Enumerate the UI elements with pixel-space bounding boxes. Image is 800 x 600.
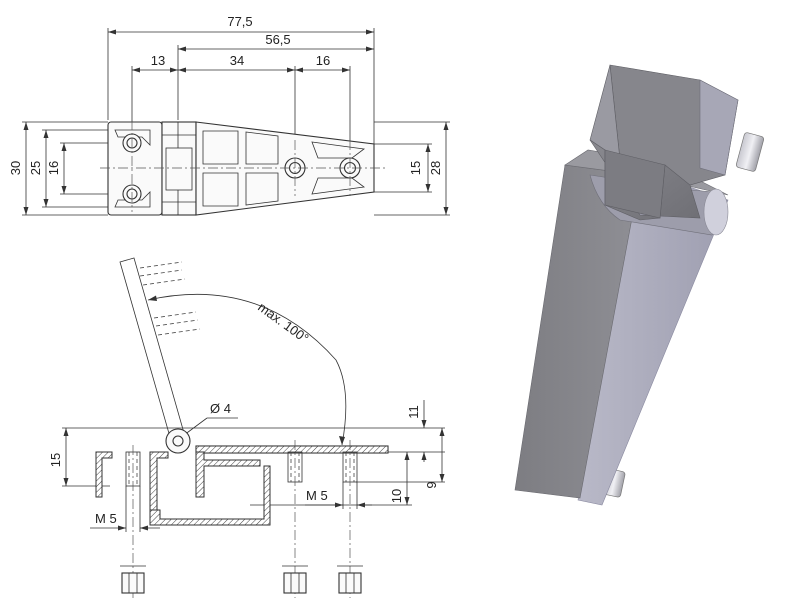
pin-diameter-label: Ø 4 — [210, 401, 231, 416]
dim-side-11: 11 — [406, 405, 421, 419]
dim-side-9: 9 — [424, 481, 439, 488]
dim-side-15: 15 — [48, 453, 63, 467]
knuckle-outline — [161, 121, 197, 216]
hinge-3d-render — [514, 64, 764, 506]
dim-overall-length: 77,5 — [227, 14, 252, 29]
dim-width-28: 28 — [428, 161, 443, 175]
thread-left-label: M 5 — [95, 511, 117, 526]
dim-tip-width-15: 15 — [408, 161, 423, 175]
dim-pitch-34: 34 — [230, 53, 244, 68]
nut-left — [120, 565, 146, 594]
nut-middle — [282, 565, 308, 594]
dim-pitch-16: 16 — [316, 53, 330, 68]
dim-side-10: 10 — [389, 489, 404, 503]
nut-right — [337, 565, 363, 594]
thread-right-label: M 5 — [306, 488, 328, 503]
dim-hole-spacing-16: 16 — [46, 161, 61, 175]
stud-top — [736, 132, 764, 172]
side-view: max. 100° Ø 4 15 11 9 10 — [48, 257, 445, 598]
dim-height-25: 25 — [28, 161, 43, 175]
dim-height-30: 30 — [8, 161, 23, 175]
max-opening-angle-label: max. 100° — [255, 299, 311, 346]
dim-pitch-13: 13 — [151, 53, 165, 68]
dim-leaf-length: 56,5 — [265, 32, 290, 47]
top-view: 77,5 56,5 13 34 16 30 25 1 — [8, 14, 450, 216]
opened-leaf-phantom — [119, 257, 187, 445]
